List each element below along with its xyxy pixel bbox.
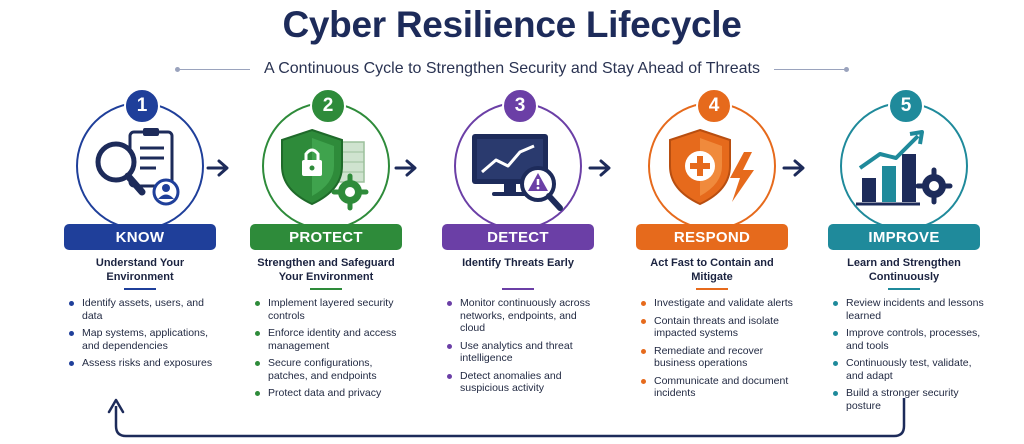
stage-number: 4 bbox=[696, 88, 732, 124]
list-item: Secure configurations, patches, and endp… bbox=[252, 357, 410, 382]
arrow-right-icon bbox=[588, 159, 611, 177]
stage-label: RESPOND bbox=[636, 224, 788, 250]
list-item: Implement layered security controls bbox=[252, 297, 410, 322]
stage-bullets: Investigate and validate alerts Contain … bbox=[638, 297, 796, 405]
stage-heading: Understand Your Environment bbox=[95, 257, 185, 283]
list-item: Investigate and validate alerts bbox=[638, 297, 796, 310]
list-item: Build a stronger security posture bbox=[830, 387, 988, 412]
stage-number: 1 bbox=[124, 88, 160, 124]
list-item: Identify assets, users, and data bbox=[66, 297, 224, 322]
stage-number: 2 bbox=[310, 88, 346, 124]
stage-divider bbox=[502, 288, 534, 290]
list-item: Assess risks and exposures bbox=[66, 357, 224, 370]
list-item: Enforce identity and access management bbox=[252, 327, 410, 352]
stage-divider bbox=[696, 288, 728, 290]
subtitle-left-line bbox=[174, 66, 250, 72]
subtitle-row: A Continuous Cycle to Strengthen Securit… bbox=[0, 58, 1024, 80]
list-item: Improve controls, processes, and tools bbox=[830, 327, 988, 352]
page-subtitle: A Continuous Cycle to Strengthen Securit… bbox=[263, 60, 760, 77]
page-title: Cyber Resilience Lifecycle bbox=[282, 4, 742, 45]
list-item: Continuously test, validate, and adapt bbox=[830, 357, 988, 382]
stage-label: IMPROVE bbox=[828, 224, 980, 250]
list-item: Contain threats and isolate impacted sys… bbox=[638, 315, 796, 340]
stage-improve: 5 IMPROVE Learn and Strengthen Continuou… bbox=[826, 88, 994, 438]
stage-detect: 3 DETECT Identify Threats Early Monitor … bbox=[440, 88, 608, 438]
stage-heading: Strengthen and Safeguard Your Environmen… bbox=[257, 257, 395, 283]
clipboard-magnifier-user-icon bbox=[95, 128, 180, 206]
stage-respond: 4 RESPOND Act Fast to Contain and Mitiga… bbox=[634, 88, 802, 438]
list-item: Review incidents and lessons learned bbox=[830, 297, 988, 322]
list-item: Map systems, applications, and dependenc… bbox=[66, 327, 224, 352]
stage-protect: 2 PROTECT Strengthen and Safeguard Your … bbox=[248, 88, 416, 438]
monitor-alert-magnifier-icon bbox=[472, 134, 563, 211]
stage-divider bbox=[310, 288, 342, 290]
stage-bullets: Implement layered security controls Enfo… bbox=[252, 297, 410, 405]
stage-label: PROTECT bbox=[250, 224, 402, 250]
list-item: Protect data and privacy bbox=[252, 387, 410, 400]
stage-divider bbox=[124, 288, 156, 290]
stage-number: 3 bbox=[502, 88, 538, 124]
arrow-right-icon bbox=[394, 159, 417, 177]
stage-heading: Act Fast to Contain and Mitigate bbox=[650, 257, 774, 283]
list-item: Monitor continuously across networks, en… bbox=[444, 297, 602, 335]
stage-heading: Identify Threats Early bbox=[462, 257, 574, 269]
stage-divider bbox=[888, 288, 920, 290]
list-item: Detect anomalies and suspicious activity bbox=[444, 370, 602, 395]
stage-bullets: Identify assets, users, and data Map sys… bbox=[66, 297, 224, 375]
subtitle-right-line bbox=[774, 66, 849, 72]
stage-bullets: Monitor continuously across networks, en… bbox=[444, 297, 602, 400]
bar-chart-growth-gear-icon bbox=[856, 130, 953, 206]
arrow-right-icon bbox=[206, 159, 229, 177]
stage-label: KNOW bbox=[64, 224, 216, 250]
shield-lock-gear-icon bbox=[281, 128, 369, 211]
shield-cross-lightning-icon bbox=[669, 128, 754, 206]
stage-heading: Learn and Strengthen Continuously bbox=[847, 257, 961, 283]
stage-number: 5 bbox=[888, 88, 924, 124]
list-item: Use analytics and threat intelligence bbox=[444, 340, 602, 365]
stage-know: 1 KNOW Understand Your Environment Ident… bbox=[62, 88, 230, 438]
stage-label: DETECT bbox=[442, 224, 594, 250]
arrow-right-icon bbox=[782, 159, 805, 177]
list-item: Communicate and document incidents bbox=[638, 375, 796, 400]
stage-bullets: Review incidents and lessons learned Imp… bbox=[830, 297, 988, 417]
list-item: Remediate and recover business operation… bbox=[638, 345, 796, 370]
